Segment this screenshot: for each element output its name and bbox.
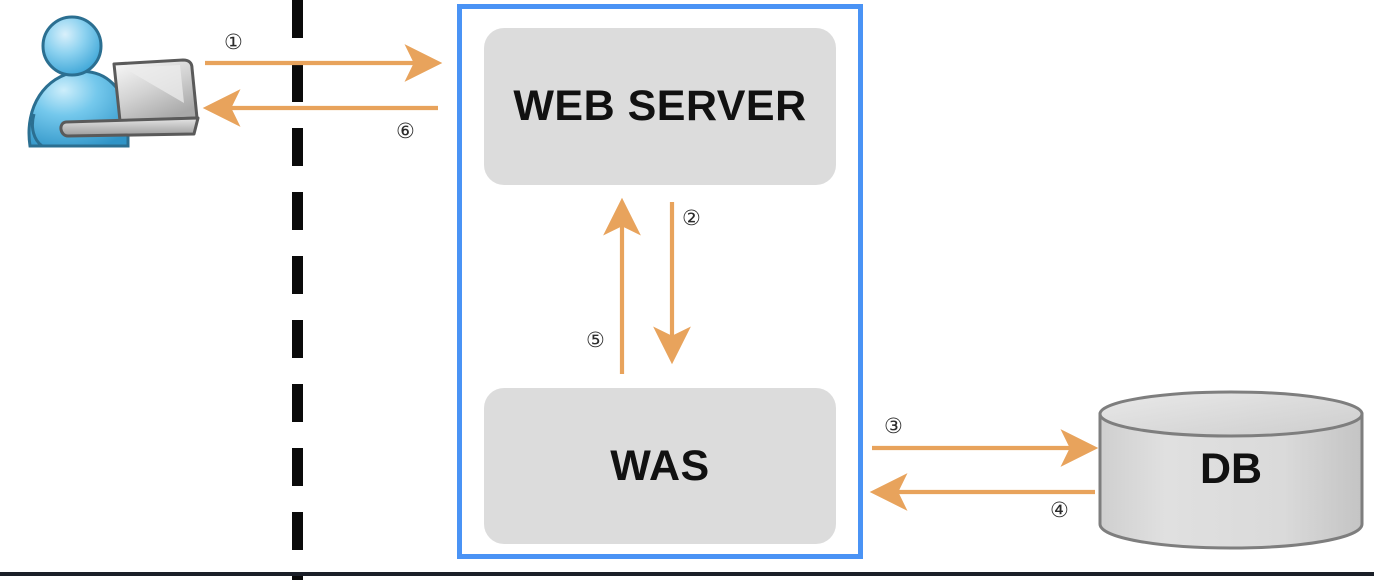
user-laptop-glyph <box>27 15 200 148</box>
step-badge-2: ② <box>682 206 701 230</box>
step-badge-3: ③ <box>884 414 903 438</box>
step-badge-6: ⑥ <box>396 119 415 143</box>
was-label: WAS <box>610 441 710 490</box>
step-badge-4: ④ <box>1050 498 1069 522</box>
database-cylinder-icon <box>1098 390 1364 550</box>
web-server-node[interactable]: WEB SERVER <box>484 28 836 185</box>
bottom-divider <box>0 572 1374 576</box>
step-badge-1: ① <box>224 30 243 54</box>
network-boundary-dashed-line <box>292 0 303 580</box>
user-laptop-icon <box>8 10 208 160</box>
step-badge-5: ⑤ <box>586 328 605 352</box>
was-node[interactable]: WAS <box>484 388 836 544</box>
web-server-label: WEB SERVER <box>513 82 807 130</box>
db-node[interactable] <box>1096 388 1366 550</box>
